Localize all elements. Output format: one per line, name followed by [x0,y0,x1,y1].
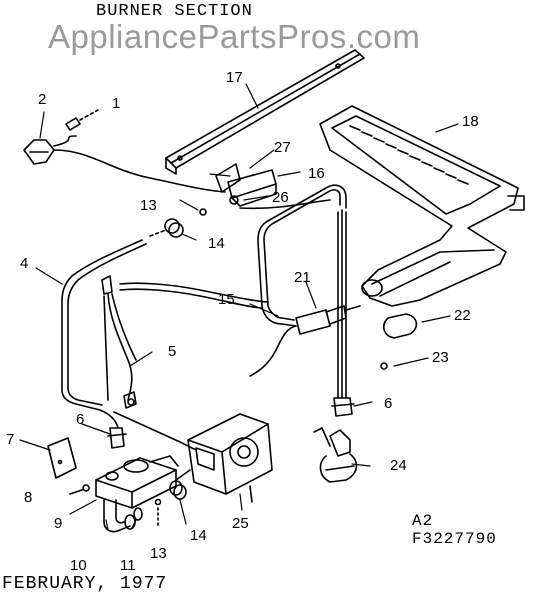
callout-16: 16 [308,165,325,182]
part-17-bracket-rail [165,49,365,175]
diagram-code-a: A2 [412,512,434,530]
part-10-elbow [103,499,136,533]
callout-4: 4 [20,255,28,272]
part-22-cap [382,313,418,339]
part-21-sensor [249,305,361,377]
callout-15: 15 [218,291,235,308]
callout-14-upper: 14 [208,235,225,252]
callout-10: 10 [70,557,87,574]
callout-8: 8 [24,489,32,506]
callout-26: 26 [272,189,289,206]
callout-labels: 1 2 4 5 6 6 7 8 9 10 11 13 13 14 14 15 1… [6,69,479,574]
leader-lines [19,83,459,531]
part-14-orifice-lower [169,480,187,500]
callout-21: 21 [294,269,311,286]
part-4-tube [61,239,197,451]
part-1-screw [65,109,99,131]
part-8-screw [69,484,90,495]
callout-1: 1 [112,95,120,112]
diagram-date: FEBRUARY, 1977 [2,574,168,594]
callout-13-upper: 13 [140,197,157,214]
callout-27: 27 [274,139,291,156]
callout-6-right: 6 [384,395,392,412]
callout-5: 5 [168,343,176,360]
callout-11: 11 [120,557,136,574]
part-7-plate [47,437,77,479]
callout-2: 2 [38,91,46,108]
diagram-code-b: F3227790 [412,530,497,548]
callout-18: 18 [462,113,479,130]
part-15-gas-tube [119,184,347,399]
callout-22: 22 [454,307,471,324]
part-11-fitting [133,507,143,521]
part-9-regulator [95,455,179,509]
part-25-valve [175,413,273,503]
part-13-screw-upper [199,208,207,216]
callout-7: 7 [6,431,14,448]
part-5-wiring [101,275,137,409]
part-2-thermostat-bulb [23,135,226,193]
callout-24: 24 [390,457,407,474]
callout-14-lower: 14 [190,527,207,544]
part-6-fitting-left [107,427,127,449]
part-16-igniter [215,163,331,210]
part-14-orifice-upper [149,218,184,238]
part-13-screw-lower [154,498,162,529]
callout-17: 17 [226,69,243,86]
part-18-oven-burner [319,105,525,307]
part-23-screw [380,362,388,370]
part-6-fitting-right [331,397,355,417]
callout-23: 23 [432,349,449,366]
callout-9: 9 [54,515,62,532]
callout-25: 25 [232,515,249,532]
callout-13-lower: 13 [150,545,167,562]
callout-6-left: 6 [76,411,84,428]
part-24-pilot [313,427,358,483]
watermark: AppliancePartsPros.com [48,18,421,55]
diagram-title: BURNER SECTION [96,2,253,21]
